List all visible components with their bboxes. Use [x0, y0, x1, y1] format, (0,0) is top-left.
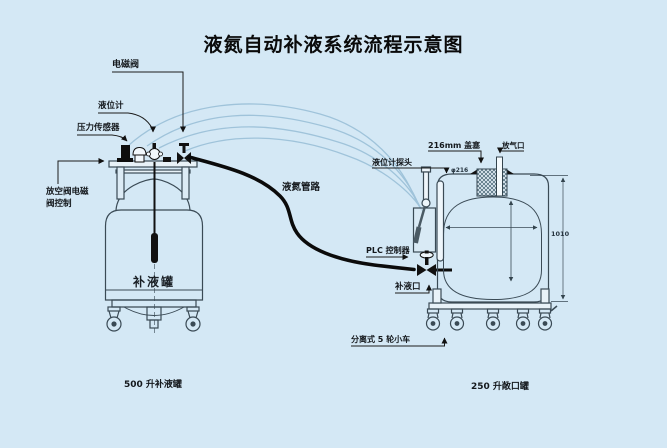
connector-level-probe — [372, 167, 450, 174]
label-cover-plug: 216mm 盖塞 — [428, 141, 481, 150]
left-tank-drawing — [104, 143, 204, 333]
label-fill-port: 补液口 — [395, 282, 421, 292]
label-vent-valve-line1: 放空阀电磁 — [46, 187, 89, 197]
nitrogen-pipe — [187, 155, 452, 272]
label-connectors — [57, 71, 524, 347]
right-tank-caption: 250 升敞口罐 — [471, 382, 529, 392]
label-cart: 分离式 5 轮小车 — [351, 335, 411, 344]
label-plc-controller: PLC 控制器 — [366, 246, 410, 255]
control-wires — [128, 103, 424, 213]
connector-cart — [351, 337, 448, 347]
label-level-probe: 液位计探头 — [372, 158, 412, 167]
vent-tube — [496, 156, 503, 197]
level-gauge-head-device — [146, 143, 163, 160]
dim-height-1010: 1010 — [551, 230, 570, 238]
diagram-title: 液氮自动补液系统流程示意图 — [203, 34, 464, 56]
valve-wheel-device — [132, 146, 147, 163]
probe-sleeve — [436, 180, 445, 262]
left-tank-caption: 500 升补液罐 — [124, 380, 182, 390]
label-level-gauge: 液位计 — [98, 101, 124, 111]
connector-pressure-sensor — [77, 134, 128, 142]
left-tank-name: 补液罐 — [133, 275, 176, 289]
label-solenoid-valve: 电磁阀 — [112, 60, 140, 70]
solenoid-valve-device — [177, 143, 191, 164]
connector-cover-plug — [428, 150, 484, 164]
label-nitrogen-pipeline: 液氮管路 — [282, 182, 321, 193]
fill-valve — [417, 250, 436, 276]
cart-casters — [425, 305, 558, 331]
connector-level-gauge — [98, 112, 156, 133]
probe-assembly — [412, 166, 437, 253]
label-vent-port: 放气口 — [502, 141, 525, 150]
dim-neck-diameter: φ216 — [451, 167, 469, 174]
connector-solenoid-valve — [112, 71, 186, 133]
left-tank-casters — [106, 306, 201, 332]
label-vent-valve-line2: 阀控制 — [46, 199, 72, 209]
level-probe-rod — [151, 162, 158, 263]
pressure-sensor-device — [117, 145, 133, 162]
connector-vent-port — [497, 147, 524, 154]
connector-fill-port — [395, 284, 432, 294]
right-tank-drawing — [412, 156, 568, 331]
label-pressure-sensor: 压力传感器 — [77, 123, 120, 133]
height-dimension — [530, 175, 568, 302]
connector-vent-valve — [57, 158, 105, 184]
